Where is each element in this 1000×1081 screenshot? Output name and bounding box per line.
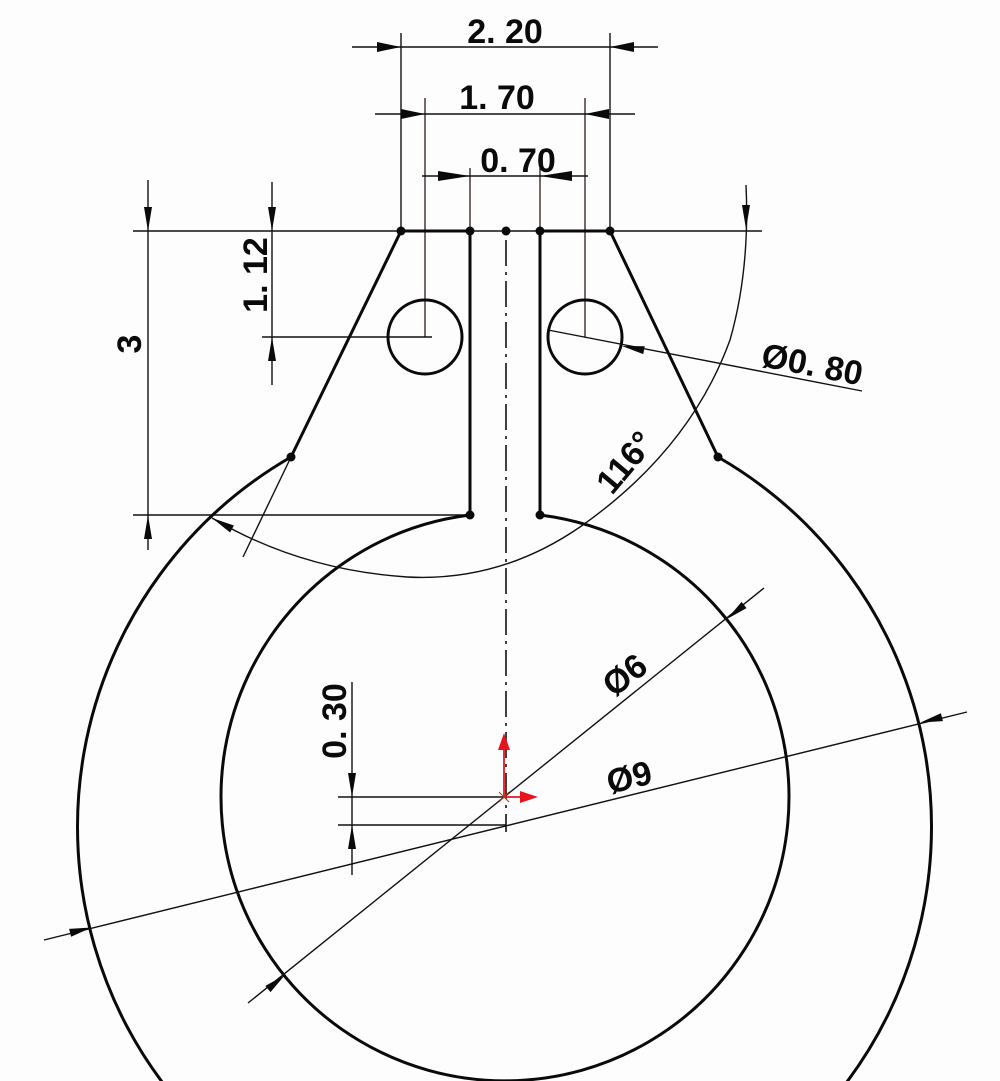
vertex-point xyxy=(535,510,545,520)
arrowhead xyxy=(348,773,356,797)
vertex-point xyxy=(286,452,296,462)
right-taper-edge xyxy=(608,229,720,459)
arrowhead xyxy=(268,207,276,231)
arrowhead xyxy=(265,975,285,993)
dimension-taper-angle[interactable]: 116° xyxy=(211,184,750,579)
vertex-point xyxy=(465,510,475,520)
left-hole xyxy=(386,298,464,376)
origin-cross-icon xyxy=(498,791,510,803)
arrowhead xyxy=(585,109,609,119)
dimension-hole-diameter[interactable]: Ø0. 80 xyxy=(547,329,866,394)
arrowhead xyxy=(438,171,470,181)
dimension-value-3[interactable]: 3 xyxy=(111,335,149,354)
vertex-point xyxy=(713,452,723,462)
arrowhead xyxy=(212,518,234,533)
arrowhead xyxy=(144,515,152,539)
dimension-center-offset[interactable]: 0. 30 xyxy=(316,682,356,875)
arrowhead xyxy=(348,825,356,849)
vertex-point xyxy=(535,226,545,236)
angle-arc xyxy=(211,184,748,579)
arrowhead xyxy=(622,346,645,355)
dimension-value-6[interactable]: Ø6 xyxy=(596,646,655,704)
dimension-value-0-80[interactable]: Ø0. 80 xyxy=(758,337,865,394)
dimension-value-2-20[interactable]: 2. 20 xyxy=(467,13,543,51)
outer-circle-arc xyxy=(76,455,933,1081)
arrowhead xyxy=(727,601,747,619)
arrowhead xyxy=(540,171,572,181)
dimension-value-0-70[interactable]: 0. 70 xyxy=(480,142,556,180)
arrowhead xyxy=(144,207,152,231)
left-taper-edge xyxy=(289,229,403,459)
vertex-point xyxy=(605,226,615,236)
extension-lines xyxy=(133,33,762,826)
dimension-value-116-deg[interactable]: 116° xyxy=(589,424,662,501)
origin-x-arrow-icon xyxy=(520,791,538,803)
arrowhead xyxy=(377,42,401,52)
dimension-value-0-30[interactable]: 0. 30 xyxy=(316,683,354,759)
dimension-neck-height[interactable]: 3 xyxy=(111,180,152,550)
dimension-value-1-12[interactable]: 1. 12 xyxy=(237,237,275,313)
dimension-top-width[interactable]: 2. 20 xyxy=(352,13,658,52)
origin-y-arrow-icon xyxy=(498,733,510,750)
leader-line xyxy=(547,329,863,392)
dimension-hole-depth[interactable]: 1. 12 xyxy=(237,182,276,385)
arrowhead xyxy=(920,713,943,723)
right-hole xyxy=(546,298,624,376)
dimension-slot-width[interactable]: 0. 70 xyxy=(422,142,588,181)
sketch-vertices xyxy=(286,226,723,520)
vertex-point xyxy=(465,226,475,236)
taper-extension-line xyxy=(242,456,292,558)
origin-axes-icon[interactable] xyxy=(498,733,538,803)
dimension-hole-spacing[interactable]: 1. 70 xyxy=(375,79,635,119)
arrowhead xyxy=(401,109,425,119)
arrowhead xyxy=(69,927,92,937)
dimension-value-9[interactable]: Ø9 xyxy=(603,754,656,802)
arrowhead xyxy=(742,205,750,229)
vertex-point xyxy=(501,226,511,236)
dimension-value-1-70[interactable]: 1. 70 xyxy=(459,79,535,117)
dimension-line xyxy=(43,711,968,941)
dimension-outer-diameter[interactable]: Ø9 xyxy=(43,711,968,941)
arrowhead xyxy=(610,42,634,52)
arrowhead xyxy=(268,337,276,361)
vertex-point xyxy=(396,226,406,236)
